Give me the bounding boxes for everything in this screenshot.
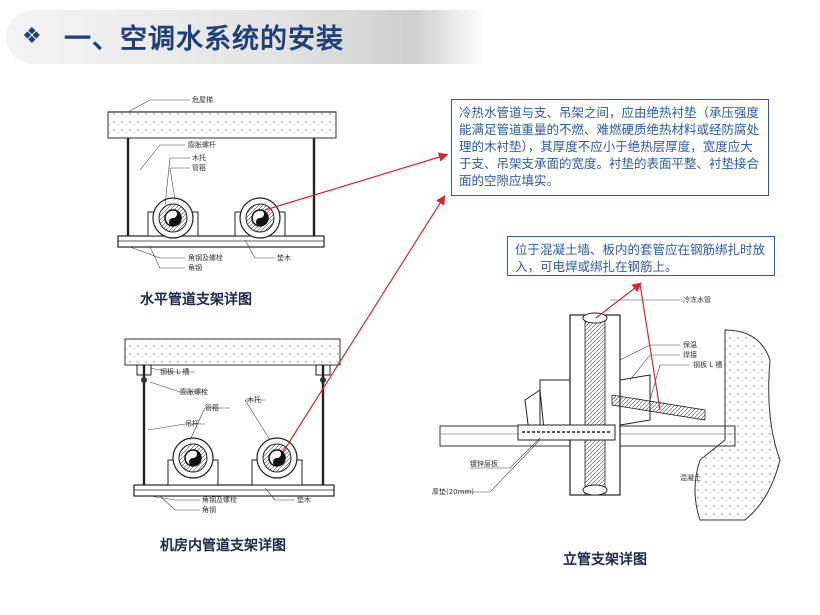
caption-horizontal: 水平管道支架详图 [140,292,252,308]
vertical-support-drawing: 冷冻水管 保温 焊接 钢板 L 槽 镀锌层板 厚垫(20mm) 混凝土 [432,295,781,521]
d2-label-7: 垫木 [297,495,311,504]
d1-label-1: 膨胀螺杆 [188,140,216,149]
d3-label-2: 焊接 [683,350,697,359]
d3-label-3: 钢板 L 槽 [693,360,722,369]
d3-label-6: 混凝土 [680,473,701,482]
d3-label-5: 厚垫(20mm) [432,487,474,496]
pipe-left-2 [167,437,219,486]
pipe-right-2 [251,437,303,486]
sleeve-note: 位于混凝土墙、板内的套管应在钢筋绑扎时放入，可电焊或绑扎在钢筋上。 [507,236,775,276]
caption-vertical: 立管支架详图 [563,552,647,568]
d2-label-2: 木托 [247,395,261,404]
d1-label-0: 危屋梯 [192,95,213,104]
pipe-left [147,197,199,239]
d1-label-3: 管箍 [192,163,206,172]
machine-room-support-drawing: 钢板 L 槽 膨胀螺栓 木托 管箍 吊杆 角钢及螺栓 角钢 垫木 [124,338,341,514]
d1-label-4: 角钢及螺栓 [188,253,223,262]
page-title: 一、空调水系统的安装 [64,24,344,55]
caption-machine-room: 机房内管道支架详图 [160,538,286,554]
d1-label-5: 角钢 [188,263,202,272]
d2-label-4: 吊杆 [185,419,199,428]
diamond-bullet-icon: ❖ [22,24,42,49]
pipe-right [234,197,286,239]
d2-label-0: 钢板 L 槽 [160,367,189,376]
d3-label-0: 冷冻水管 [683,295,711,304]
horizontal-support-drawing: 危屋梯 膨胀螺杆 木托 管箍 角钢及螺栓 角钢 垫木 [107,95,337,272]
insulation-pad-note: 冷热水管道与支、吊架之间，应由绝热衬垫（承压强度能满足管道重量的不燃、难燃硬质绝… [451,99,769,196]
d1-label-2: 木托 [192,153,206,162]
title-banner [6,10,486,64]
d2-label-3: 管箍 [205,403,219,412]
d2-label-6: 角钢 [202,505,216,514]
d2-label-1: 膨胀螺栓 [180,387,208,396]
d1-label-6: 垫木 [277,253,291,262]
d3-label-4: 镀锌层板 [470,459,498,468]
d2-label-5: 角钢及螺栓 [202,495,237,504]
d3-label-1: 保温 [683,340,697,349]
callout-arrows [264,152,661,453]
